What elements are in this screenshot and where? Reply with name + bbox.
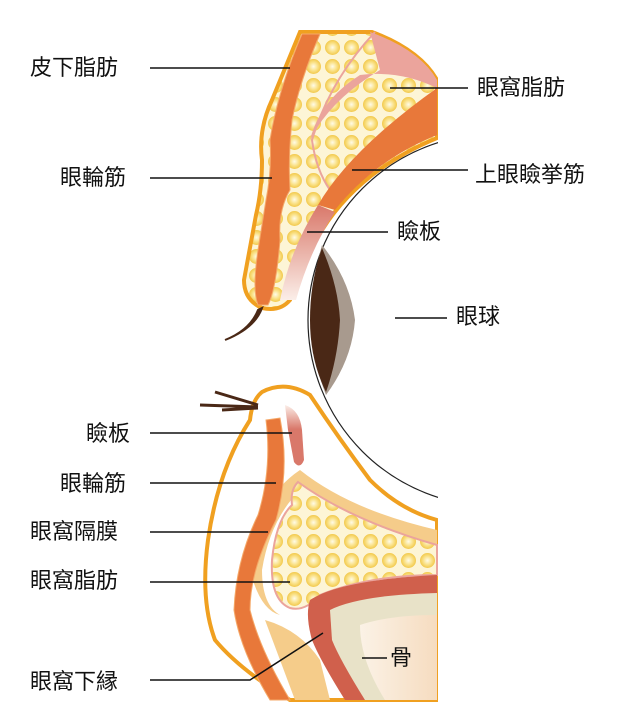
lower-orbicularis-muscle xyxy=(233,417,291,701)
label-upper-orbital-fat: 眼窩脂肪 xyxy=(477,76,566,101)
label-bone: 骨 xyxy=(390,646,413,671)
label-levator: 上眼瞼挙筋 xyxy=(475,163,586,188)
label-upper-orbicularis: 眼輪筋 xyxy=(60,166,127,191)
upper-orbicularis-muscle xyxy=(254,33,321,306)
label-eyeball: 眼球 xyxy=(456,305,501,330)
upper-pink-septum xyxy=(310,31,376,191)
lower-septum-band xyxy=(250,470,437,615)
lower-eyelash xyxy=(199,390,259,412)
levator-muscle xyxy=(318,88,437,210)
upper-orbital-fat-septum xyxy=(310,32,437,140)
label-lower-orbital-fat: 眼窩脂肪 xyxy=(30,569,119,594)
label-lower-tarsus: 瞼板 xyxy=(86,422,131,447)
cheek-fat-band xyxy=(265,620,330,700)
lower-tarsus xyxy=(285,405,304,466)
label-lower-orbicularis: 眼輪筋 xyxy=(60,472,127,497)
lower-orbital-fat xyxy=(270,480,438,610)
bone-marrow xyxy=(360,615,437,700)
upper-tarsus xyxy=(280,205,335,300)
label-orbital-septum: 眼窩隔膜 xyxy=(30,520,119,545)
label-upper-subcutaneous-fat: 皮下脂肪 xyxy=(30,56,119,81)
label-orbital-rim: 眼窩下縁 xyxy=(30,670,119,695)
upper-eyelash xyxy=(224,306,264,341)
iris-dark xyxy=(310,248,340,392)
leader-orbital-rim xyxy=(150,632,324,681)
label-upper-tarsus: 瞼板 xyxy=(397,220,442,245)
